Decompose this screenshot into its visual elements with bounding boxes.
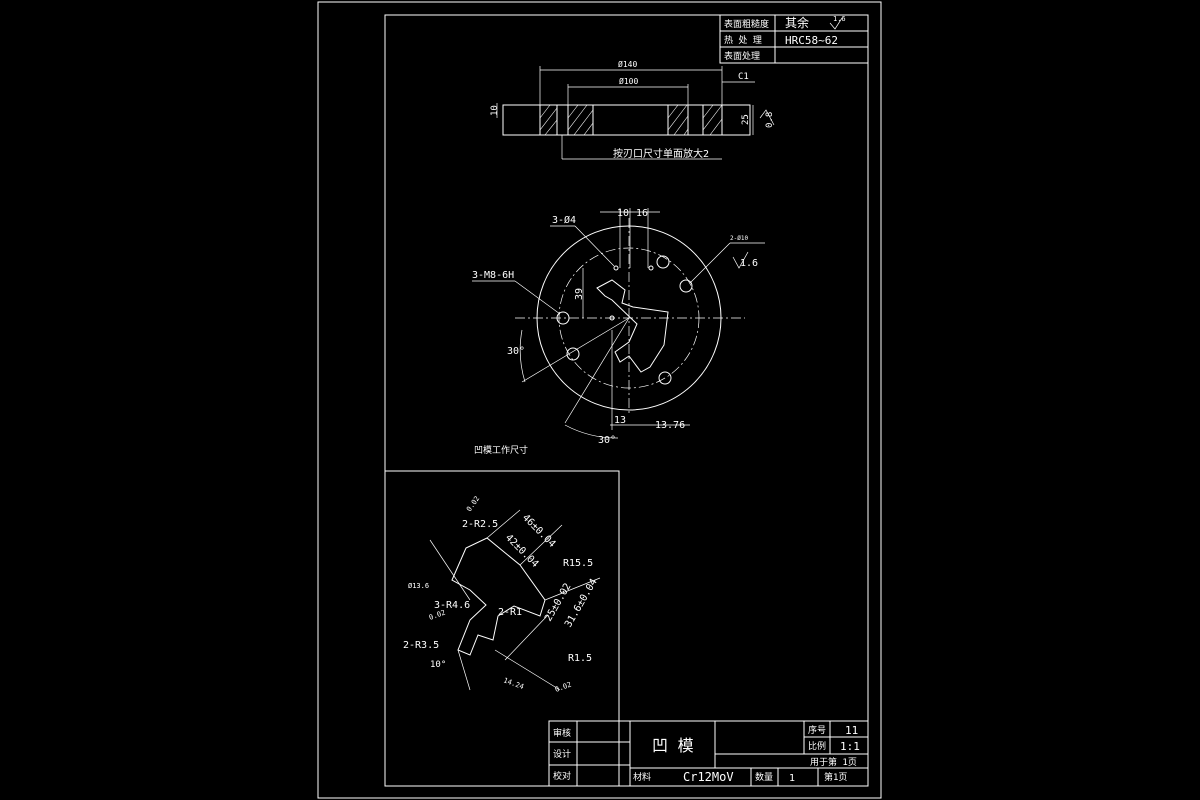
qty-label: 数量	[755, 771, 773, 783]
holes-thread-label: 3-M8-6H	[472, 270, 514, 281]
detail-spec-2: 0.02	[428, 609, 447, 622]
heat-value: HRC58~62	[785, 34, 838, 47]
dim-inner-diameter: Ø100	[619, 76, 638, 86]
angle-bottom: 30°	[598, 435, 616, 446]
detail-spec-1: 0.02	[465, 495, 481, 513]
detail-46: 46±0.04	[520, 512, 558, 550]
review-label: 审核	[553, 727, 571, 739]
detail-r1-5: R1.5	[568, 653, 592, 664]
hole-upper-right	[656, 255, 670, 269]
detail-14-24: 14.24	[502, 676, 525, 691]
detail-r4-6: 3-R4.6	[434, 600, 470, 611]
detail-r2-5: 2-R2.5	[462, 519, 498, 530]
detail-r1: 2-R1	[498, 607, 522, 618]
section-hatching	[539, 104, 723, 136]
inner-border	[384, 14, 869, 787]
pin-hole-3	[609, 315, 615, 321]
dim-16: 16	[636, 208, 648, 219]
hole-lower-left	[566, 347, 580, 361]
roughness-value: 其余	[785, 15, 809, 30]
die-opening	[596, 279, 669, 373]
seq-value: 11	[845, 724, 858, 737]
dim-outer-diameter: Ø140	[618, 59, 637, 69]
dim-10: 10	[617, 208, 629, 219]
spec-table: 表面粗糙度 其余 1.6 热 处 理 HRC58~62 表面处理	[719, 14, 869, 64]
plan-roughness: 1.6	[740, 258, 758, 269]
detail-profile	[451, 537, 546, 656]
holes-pin-label: 3-Ø4	[552, 214, 576, 226]
design-label: 设计	[553, 748, 571, 760]
seq-label: 序号	[808, 724, 826, 736]
detail-r15-5: R15.5	[563, 558, 593, 569]
detail-frame	[384, 470, 620, 787]
plan-view: 10 16 3-Ø4 2-Ø10 1.6 3-M8-6H 39 30° 30° …	[472, 208, 765, 456]
holes-dowel-label: 2-Ø10	[730, 235, 748, 242]
pin-hole-2	[648, 265, 654, 271]
roughness-label: 表面粗糙度	[724, 18, 769, 30]
detail-spec-3: 0.02	[554, 681, 573, 694]
sheet-number: 第1页	[824, 771, 847, 783]
dim-13-76: 13.76	[655, 420, 685, 431]
part-name: 凹 模	[652, 736, 694, 755]
material-label: 材料	[633, 771, 651, 783]
roughness-symbol-icon	[829, 17, 843, 30]
detail-phi13: Ø13.6	[408, 582, 429, 590]
section-outline	[502, 104, 751, 136]
check-label: 校对	[553, 770, 571, 782]
dim-39: 39	[574, 288, 585, 300]
section-view: Ø140 Ø100 C1 10 25 0.8 按刃口尺寸单面放大2	[490, 59, 775, 160]
dim-thickness: 10	[490, 105, 500, 116]
detail-view: 0.02 2-R2.5 46±0.04 42±0.04 R15.5 Ø13.6 …	[384, 470, 620, 787]
angle-left: 30°	[507, 346, 525, 357]
hole-left	[556, 311, 570, 325]
scale-value: 1:1	[840, 740, 860, 753]
roughness-side: 0.8	[765, 112, 775, 128]
outer-border	[317, 1, 882, 799]
hole-right	[679, 279, 693, 293]
title-block: 审核 设计 校对 凹 模 序号 11 比例 1:1 用于第 1页 材料 Cr12…	[548, 720, 869, 787]
usage: 用于第 1页	[810, 756, 857, 768]
qty-value: 1	[789, 773, 795, 784]
detail-angle-10: 10°	[430, 660, 446, 670]
surface-label: 表面处理	[724, 50, 760, 62]
roughness-symbol: 1.6	[833, 15, 846, 23]
roughness-side-icon	[759, 109, 775, 126]
plan-roughness-icon	[732, 251, 749, 269]
pin-hole-1	[613, 265, 619, 271]
scale-label: 比例	[808, 740, 826, 752]
material-value: Cr12MoV	[683, 770, 734, 784]
dim-13: 13	[614, 415, 626, 426]
section-note: 按刃口尺寸单面放大2	[613, 147, 709, 160]
heat-label: 热 处 理	[724, 34, 762, 46]
dim-chamfer: C1	[738, 72, 749, 82]
hole-lower-right	[658, 371, 672, 385]
dim-height: 25	[741, 114, 751, 125]
plan-caption: 凹模工作尺寸	[474, 444, 528, 456]
detail-r3-5: 2-R3.5	[403, 640, 439, 651]
